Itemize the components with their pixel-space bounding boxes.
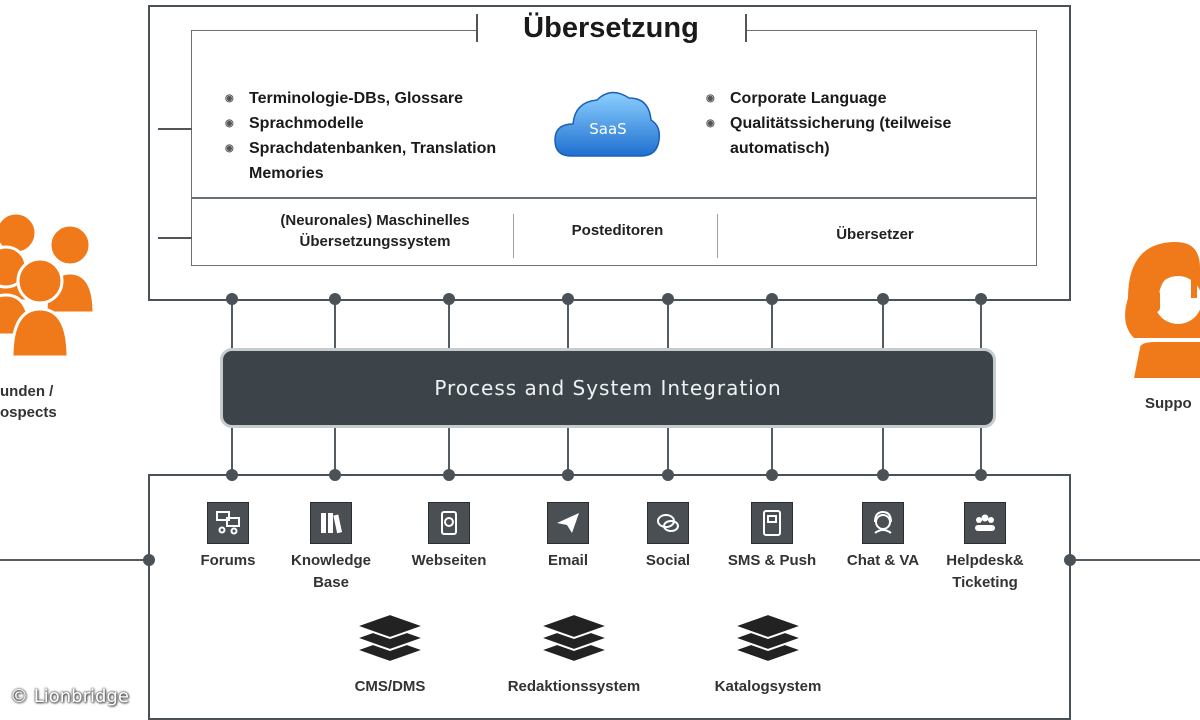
connector-dot — [766, 293, 778, 305]
system-label: CMS/DMS — [354, 678, 426, 695]
outer-tick-2 — [158, 237, 192, 239]
channel-email: Email — [513, 502, 623, 572]
right-actor-line — [1070, 559, 1200, 561]
system-label: Redaktionssystem — [507, 678, 641, 695]
connector-dot — [226, 293, 238, 305]
system-katalogsystem: Katalogsystem — [678, 612, 858, 695]
channel-label: Knowledge Base — [290, 552, 371, 591]
channel-label: Forums — [200, 552, 256, 569]
connector-lower-7 — [882, 426, 884, 476]
connector-dot — [877, 293, 889, 305]
customers-group-icon — [0, 205, 115, 365]
saas-label: SaaS — [589, 120, 627, 138]
connector-upper-1 — [231, 298, 233, 350]
connector-dot — [329, 293, 341, 305]
layers-icon — [352, 612, 428, 664]
email-icon — [547, 502, 589, 544]
connector-upper-2 — [334, 298, 336, 350]
bullet-item: Corporate Language — [706, 86, 1006, 111]
connector-upper-4 — [567, 298, 569, 350]
channel-helpdesk-ticketing: Helpdesk& Ticketing — [930, 502, 1040, 594]
bullet-item: Sprachmodelle — [225, 111, 535, 136]
left-bullet-list: Terminologie-DBs, Glossare Sprachmodelle… — [225, 86, 535, 186]
channel-knowledge-base: Knowledge Base — [276, 502, 386, 594]
connector-upper-3 — [448, 298, 450, 350]
bullet-item: Sprachdatenbanken, Translation Memories — [225, 136, 535, 186]
support-agent-icon — [1120, 238, 1200, 378]
channel-label: Email — [547, 552, 589, 569]
connector-dot — [562, 293, 574, 305]
left-actor-line — [0, 559, 150, 561]
title-tick-left — [476, 14, 478, 42]
connector-upper-8 — [980, 298, 982, 350]
social-icon — [647, 502, 689, 544]
webseiten-icon — [428, 502, 470, 544]
connector-dot — [662, 293, 674, 305]
saas-cloud-icon: SaaS — [553, 82, 663, 162]
layers-icon — [536, 612, 612, 664]
channel-social: Social — [613, 502, 723, 572]
outer-tick-1 — [158, 128, 192, 130]
sms-push-icon — [751, 502, 793, 544]
connector-dot — [975, 293, 987, 305]
row-separator — [513, 214, 514, 258]
connector-dot — [329, 469, 341, 481]
helpdesk-ticketing-icon — [964, 502, 1006, 544]
connector-upper-7 — [882, 298, 884, 350]
connector-upper-6 — [771, 298, 773, 350]
knowledge-base-icon — [310, 502, 352, 544]
right-bullet-list: Corporate Language Qualitätssicherung (t… — [706, 86, 1006, 161]
system-redaktionssystem: Redaktionssystem — [484, 612, 664, 695]
bullet-item: Terminologie-DBs, Glossare — [225, 86, 535, 111]
posteditors-label: Posteditoren — [571, 222, 664, 239]
channel-sms-push: SMS & Push — [717, 502, 827, 572]
channel-webseiten: Webseiten — [394, 502, 504, 572]
support-label: Suppo — [1145, 395, 1192, 412]
connector-lower-8 — [980, 426, 982, 476]
forums-icon — [207, 502, 249, 544]
channel-label: Helpdesk& Ticketing — [946, 552, 1024, 591]
mt-system-label: (Neuronales) Maschinelles Übersetzungssy… — [280, 212, 470, 250]
copyright-notice: © Lionbridge — [10, 686, 129, 707]
customers-label: unden / ospects — [0, 383, 57, 421]
bullet-item: Qualitätssicherung (teilweise automatisc… — [706, 111, 1006, 161]
process-integration-bar: Process and System Integration — [220, 348, 996, 428]
channels-box — [148, 474, 1071, 720]
title-tick-right — [745, 14, 747, 42]
connector-dot — [226, 469, 238, 481]
connector-dot — [877, 469, 889, 481]
connector-lower-6 — [771, 426, 773, 476]
row-separator — [717, 214, 718, 258]
connector-dot — [562, 469, 574, 481]
connector-dot — [662, 469, 674, 481]
chat-va-icon — [862, 502, 904, 544]
connector-dot — [443, 469, 455, 481]
system-cms-dms: CMS/DMS — [300, 612, 480, 695]
translation-row-divider — [191, 197, 1037, 199]
connector-lower-2 — [334, 426, 336, 476]
connector-dot — [975, 469, 987, 481]
channel-label: Social — [645, 552, 691, 569]
connector-dot — [143, 554, 155, 566]
layers-icon — [730, 612, 806, 664]
channel-label: Webseiten — [411, 552, 487, 569]
connector-dot — [443, 293, 455, 305]
channel-forums: Forums — [173, 502, 283, 572]
connector-lower-1 — [231, 426, 233, 476]
channel-label: SMS & Push — [727, 552, 817, 569]
connector-dot — [1064, 554, 1076, 566]
connector-lower-5 — [667, 426, 669, 476]
channel-chat-va: Chat & VA — [828, 502, 938, 572]
channel-label: Chat & VA — [846, 552, 920, 569]
translation-title: Übersetzung — [476, 10, 746, 46]
system-label: Katalogsystem — [714, 678, 822, 695]
translators-label: Übersetzer — [836, 226, 914, 243]
connector-lower-3 — [448, 426, 450, 476]
connector-dot — [766, 469, 778, 481]
connector-lower-4 — [567, 426, 569, 476]
connector-upper-5 — [667, 298, 669, 350]
